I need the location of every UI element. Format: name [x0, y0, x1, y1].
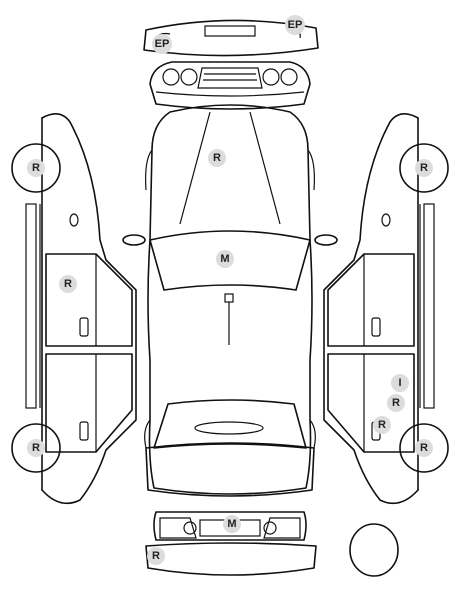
- svg-text:R: R: [378, 419, 386, 431]
- svg-text:R: R: [420, 442, 428, 454]
- right-side-view: [323, 113, 449, 505]
- marker-front-bumper-ep[interactable]: EP: [152, 34, 172, 54]
- svg-text:I: I: [398, 377, 401, 389]
- svg-text:R: R: [32, 162, 40, 174]
- svg-text:EP: EP: [288, 19, 303, 31]
- svg-text:R: R: [32, 442, 40, 454]
- svg-text:R: R: [420, 162, 428, 174]
- svg-text:R: R: [392, 397, 400, 409]
- marker-left-rear-wheel[interactable]: R: [27, 439, 45, 457]
- svg-text:R: R: [213, 152, 221, 164]
- marker-right-rear-wheel[interactable]: R: [415, 439, 433, 457]
- marker-hood[interactable]: R: [208, 149, 226, 167]
- marker-right-rear-door-r1[interactable]: R: [387, 394, 405, 412]
- marker-right-front-wheel[interactable]: R: [415, 159, 433, 177]
- svg-text:M: M: [220, 253, 229, 265]
- marker-rear-panel[interactable]: M: [223, 515, 241, 533]
- svg-text:EP: EP: [155, 38, 170, 50]
- marker-windshield[interactable]: M: [216, 250, 234, 268]
- svg-text:R: R: [152, 550, 160, 562]
- marker-right-rear-door-r2[interactable]: R: [373, 416, 391, 434]
- marker-front-bumper-ep-2[interactable]: EP: [285, 15, 305, 35]
- svg-text:M: M: [227, 518, 236, 530]
- marker-rear-bumper[interactable]: R: [147, 547, 165, 565]
- svg-text:R: R: [64, 278, 72, 290]
- left-side-view: [11, 113, 137, 505]
- marker-right-rear-door-i[interactable]: I: [391, 374, 409, 392]
- marker-left-front-door[interactable]: R: [59, 275, 77, 293]
- car-body-top: [122, 104, 338, 497]
- front-grille: [149, 61, 311, 110]
- spare-wheel: [349, 523, 399, 577]
- marker-left-front-wheel[interactable]: R: [27, 159, 45, 177]
